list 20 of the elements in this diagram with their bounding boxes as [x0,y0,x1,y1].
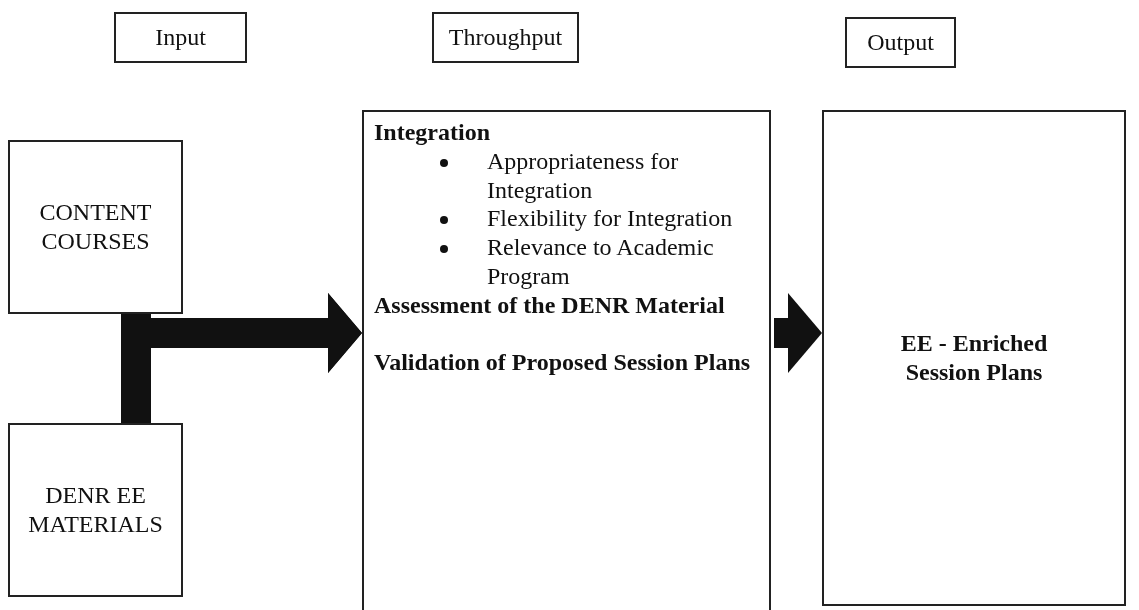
box-label: Output [867,28,934,57]
box-label: CONTENT COURSES [38,198,153,256]
bullet-item: Flexibility for Integration [487,204,734,234]
heading: Assessment of the DENR Material [374,290,726,320]
input-box [8,423,183,597]
stage-label [114,12,247,63]
heading: Integration [374,118,491,147]
heading: EE - Enriched Session Plans [899,329,1049,387]
thick-arrow [774,293,822,373]
input-box [8,140,183,314]
bullet-item: Appropriateness for Integration [487,146,680,205]
box-label: Input [155,23,206,52]
output-box [822,110,1126,606]
box-label: DENR EE MATERIALS [27,481,164,539]
heading: Validation of Proposed Session Plans [374,347,752,377]
box-label: Throughput [448,23,563,52]
stage-label [432,12,579,63]
bullet-item: Relevance to Academic Program [487,233,715,291]
stage-label [845,17,956,68]
process-box [362,110,771,610]
